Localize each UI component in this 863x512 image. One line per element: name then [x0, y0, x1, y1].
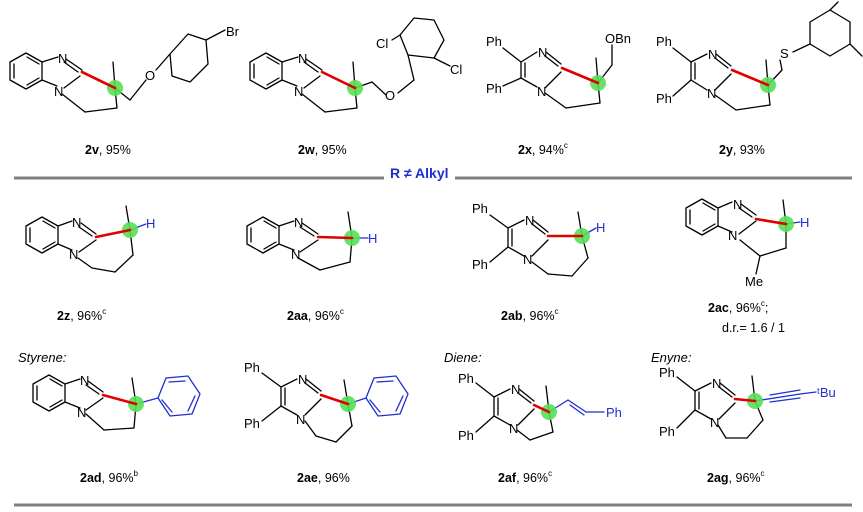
atom-obn: OBn: [605, 31, 631, 46]
atom-ph: Ph: [458, 371, 474, 386]
atom-n: N: [298, 372, 307, 387]
compound-label: 2y, 93%: [719, 143, 765, 157]
structure-2af: Ph Ph N N Ph: [458, 371, 622, 443]
atom-n: N: [511, 382, 520, 397]
atom-ph: Ph: [656, 91, 672, 106]
atom-ph: Ph: [486, 34, 502, 49]
compound-label: 2af, 96%c: [498, 469, 553, 486]
atom-o: O: [145, 68, 155, 83]
compound-label: 2ae, 96%: [297, 471, 350, 485]
compound-label: 2v, 95%: [85, 143, 131, 157]
atom-n: N: [77, 405, 86, 420]
compound-label: 2ab, 96%c: [501, 307, 559, 324]
atom-s: S: [780, 46, 789, 61]
section-header: R ≠ Alkyl: [384, 165, 455, 181]
atom-n: N: [537, 84, 546, 99]
atom-n: N: [291, 247, 300, 262]
atom-ph: Ph: [244, 416, 260, 431]
compound-label: 2z, 96%c: [57, 307, 107, 324]
atom-cl: Cl: [450, 62, 462, 77]
atom-h: H: [368, 231, 377, 246]
atom-n: N: [707, 86, 716, 101]
atom-ph: Ph: [659, 424, 675, 439]
atom-n: N: [509, 421, 518, 436]
structure-2ae: Ph Ph N N: [244, 360, 409, 443]
structure-2v: N N O Br: [9, 24, 240, 113]
atom-n: N: [525, 213, 534, 228]
atom-me: Me: [745, 274, 763, 289]
compound-label: 2ac, 96%c;: [708, 299, 769, 316]
atom-br: Br: [226, 24, 240, 39]
structure-2y: Ph Ph N N S: [656, 1, 863, 111]
atom-n: N: [58, 51, 67, 66]
category-styrene: Styrene:: [18, 350, 67, 365]
structure-2ab: Ph Ph N N H: [472, 201, 605, 277]
diastereomer-ratio: d.r.= 1.6 / 1: [722, 321, 785, 335]
category-enyne: Enyne:: [651, 350, 692, 365]
category-diene: Diene:: [444, 350, 482, 365]
atom-h: H: [800, 215, 809, 230]
atom-ph: Ph: [472, 201, 488, 216]
atom-n: N: [294, 215, 303, 230]
atom-n: N: [69, 247, 78, 262]
atom-n: N: [538, 45, 547, 60]
atom-o: O: [385, 88, 395, 103]
structure-2x: Ph Ph N N OBn: [486, 31, 631, 109]
atom-h: H: [146, 216, 155, 231]
structure-2ag: Ph Ph N N ᵗBu: [659, 365, 836, 439]
atom-cl: Cl: [376, 36, 388, 51]
atom-ph: Ph: [606, 405, 622, 420]
atom-ph: Ph: [472, 257, 488, 272]
structure-2w: N N O Cl Cl: [249, 17, 462, 113]
atom-n: N: [294, 84, 303, 99]
structure-2ad: N N: [32, 373, 201, 431]
atom-n: N: [72, 215, 81, 230]
structure-2ac: N N Me H: [685, 197, 809, 289]
compound-label: 2w, 95%: [298, 143, 347, 157]
atom-n: N: [712, 376, 721, 391]
atom-ph: Ph: [486, 81, 502, 96]
compound-label: 2aa, 96%c: [287, 307, 344, 324]
atom-tbu: ᵗBu: [817, 385, 836, 400]
atom-h: H: [596, 220, 605, 235]
atom-n: N: [733, 197, 742, 212]
structure-2aa: N N H: [246, 211, 377, 271]
atom-n: N: [710, 415, 719, 430]
atom-n: N: [296, 412, 305, 427]
atom-ph: Ph: [458, 428, 474, 443]
compound-label: 2ag, 96%c: [707, 469, 765, 486]
atom-ph: Ph: [244, 360, 260, 375]
compound-label: 2x, 94%c: [518, 141, 568, 158]
atom-n: N: [708, 47, 717, 62]
atom-n: N: [80, 373, 89, 388]
atom-n: N: [54, 84, 63, 99]
atom-n: N: [298, 51, 307, 66]
atom-n: N: [523, 252, 532, 267]
atom-ph: Ph: [659, 365, 675, 380]
atom-n: N: [728, 228, 737, 243]
atom-ph: Ph: [656, 34, 672, 49]
compound-label: 2ad, 96%b: [80, 469, 138, 486]
structure-2z: N N H: [25, 205, 155, 273]
